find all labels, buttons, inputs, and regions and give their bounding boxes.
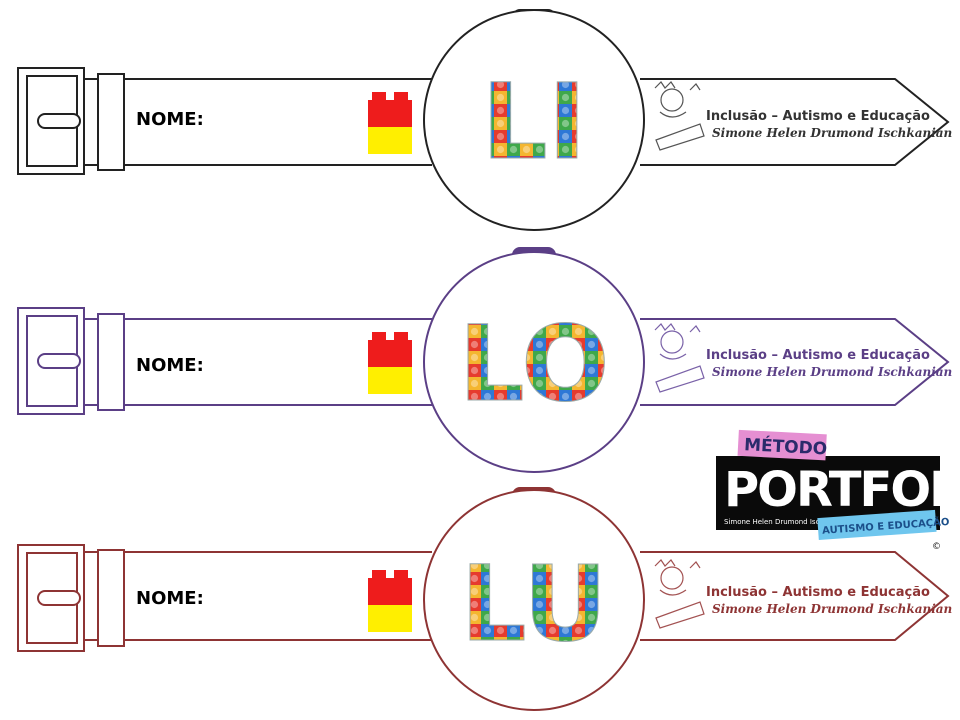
brand-mark: Inclusão – Autismo e Educação Simone Hel… [654, 323, 952, 393]
lego-block [368, 92, 412, 154]
name-label: NOME: [136, 355, 204, 376]
brand-line-1: Inclusão – Autismo e Educação [706, 109, 930, 124]
logo-author: Simone Helen Drumond Ischkanian [724, 518, 847, 526]
brand-line-2: Simone Helen Drumond Ischkanian [712, 602, 952, 616]
lego-block [368, 570, 412, 632]
brand-line-2: Simone Helen Drumond Ischkanian [712, 365, 952, 379]
logo-copyright: © [932, 542, 941, 552]
name-label: NOME: [136, 109, 204, 130]
lego-block [368, 332, 412, 394]
brand-line-2: Simone Helen Drumond Ischkanian [712, 126, 952, 140]
brand-line-1: Inclusão – Autismo e Educação [706, 585, 930, 600]
watch-strip-3 [17, 487, 950, 711]
name-label: NOME: [136, 588, 204, 609]
brand-mark: Inclusão – Autismo e Educação Simone Hel… [654, 559, 952, 629]
brand-line-1: Inclusão – Autismo e Educação [706, 348, 930, 363]
syllable-letters: LO [459, 303, 610, 425]
watch-strip-1 [17, 9, 950, 231]
watch-strip-2 [17, 247, 950, 473]
boy-reading-icon [654, 559, 705, 629]
syllable-letters: LU [460, 543, 607, 665]
boy-reading-icon [654, 323, 705, 393]
logo-portfolio: PORTFOLIO [724, 462, 960, 518]
boy-reading-icon [654, 81, 705, 151]
syllable-letters: LI [482, 61, 587, 183]
brand-mark: Inclusão – Autismo e Educação Simone Hel… [654, 81, 952, 151]
metodo-portfolio-logo: MÉTODO PORTFOLIO Simone Helen Drumond Is… [716, 429, 960, 552]
